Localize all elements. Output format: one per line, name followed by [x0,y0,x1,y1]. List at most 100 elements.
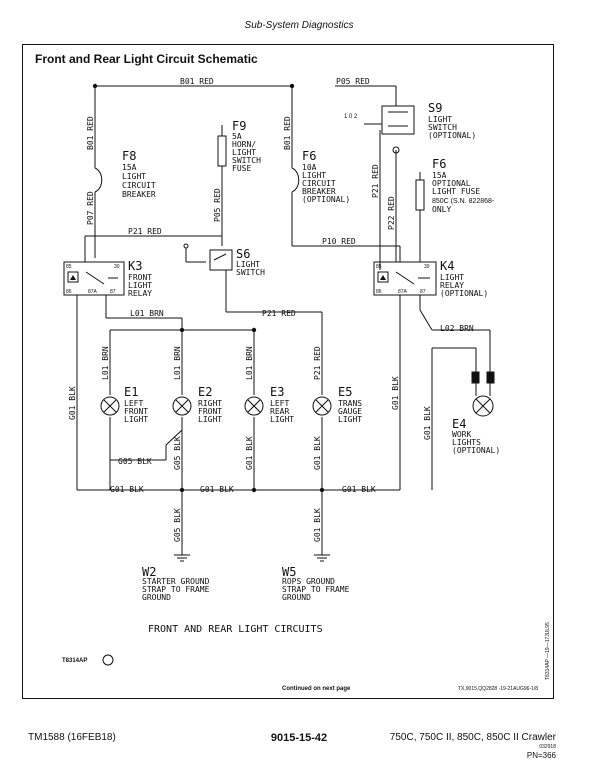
f9-id: F9 [232,119,246,133]
wire-label-b01-red-v1: B01 RED [86,116,95,150]
k3-line-3: RELAY [128,289,152,298]
f9-line-5: FUSE [232,164,251,173]
k3-relay-symbol [63,261,125,296]
wire-label-g05-blk-h: G05 BLK [118,457,152,466]
e5-id: E5 [338,385,352,399]
wire-label-g01-blk-k4: G01 BLK [391,376,400,410]
e1-line-3: LIGHT [124,415,148,424]
wire-label-l01-brn-e2: L01 BRN [173,346,182,380]
k4-pin-85: 85 [376,264,382,270]
ev-stamp-icon [102,654,114,666]
wire-label-b01-red-v2: B01 RED [283,116,292,150]
footer-code: 032918 [539,744,556,750]
wire-label-g01-blk-e3: G01 BLK [245,436,254,470]
f6a-line-1: 10A [302,163,317,172]
s6-line-2: SWITCH [236,268,265,277]
w2-id: W2 [142,565,156,579]
f6b-line-2: OPTIONAL [432,179,471,188]
wire-label-l02-brn: L02 BRN [440,324,474,333]
s9-id: S9 [428,101,442,115]
k4-relay-symbol [373,261,437,296]
k3-id: K3 [128,259,142,273]
e4-line-1: WORK [452,430,471,439]
k3-pin-30: 30 [114,264,120,270]
k4-pin-87a: 87A [398,289,408,295]
e4-lamp [471,371,495,417]
header-title: Sub-System Diagnostics [244,20,354,31]
wire-label-l01-brn-e3: L01 BRN [245,346,254,380]
f8-line-2: LIGHT [122,172,146,181]
wires [76,85,491,555]
e1-lamp [100,396,120,416]
f9-line-4: SWITCH [232,156,261,165]
wire-label-g05-blk-w2: G05 BLK [173,508,182,542]
e2-lamp [172,396,192,416]
w5-ground-symbol [314,554,330,562]
wire-label-p10-red: P10 RED [322,237,356,246]
wire-label-g05-blk-v: G05 BLK [173,436,182,470]
e3-line-3: LIGHT [270,415,294,424]
junction-dots [92,83,325,493]
w5-line-2: STRAP TO FRAME [282,585,350,594]
wire-label-g01-blk-b2: G01 BLK [200,485,234,494]
f8-breaker-symbol [94,167,103,193]
e1-id: E1 [124,385,138,399]
side-reference: T8314AP —19—17JUL95 [545,622,551,680]
wire-label-p07-red: P07 RED [86,191,95,225]
wire-label-p05-red-top: P05 RED [336,77,370,86]
f6b-note-2: ONLY [432,205,451,214]
continued-note: Continued on next page [282,686,351,692]
s6-line-1: LIGHT [236,260,260,269]
f6b-note-1: 850C (S.N. 822868- [432,198,495,205]
f6b-id: F6 [432,157,446,171]
f8-line-1: 15A [122,163,137,172]
f9-line-1: 5A [232,132,242,141]
k4-pin-87: 87 [420,289,426,295]
e2-id: E2 [198,385,212,399]
k3-pin-85: 85 [66,264,72,270]
e1-line-1: LEFT [124,399,143,408]
wire-label-p21-red-e5: P21 RED [313,346,322,380]
f9-line-3: LIGHT [232,148,256,157]
wire-label-l01-brn-h: L01 BRN [130,309,164,318]
s9-line-2: SWITCH [428,123,457,132]
e3-lamp [244,396,264,416]
f6a-line-2: LIGHT [302,171,326,180]
k3-pin-87a: 87A [88,289,98,295]
k4-line-3: (OPTIONAL) [440,289,488,298]
e3-line-2: REAR [270,407,289,416]
e3-id: E3 [270,385,284,399]
w2-line-1: STARTER GROUND [142,577,210,586]
wire-label-p21-red-s9: P21 RED [371,164,380,198]
wire-label-g01-blk-b1: G01 BLK [110,485,144,494]
k4-pin-86: 86 [376,289,382,295]
wire-label-g01-blk-b3: G01 BLK [342,485,376,494]
w5-line-1: ROPS GROUND [282,577,335,586]
wire-label-g01-blk-e5: G01 BLK [313,436,322,470]
f6a-id: F6 [302,149,316,163]
e4-line-2: LIGHTS [452,438,481,447]
footer-page-number: PN=366 [526,751,556,760]
k3-pin-87: 87 [110,289,116,295]
f8-id: F8 [122,149,136,163]
k4-line-2: RELAY [440,281,464,290]
f6a-line-4: BREAKER [302,187,336,196]
f9-fuse-symbol [217,135,227,167]
f9-line-2: HORN/ [232,140,256,149]
e4-id: E4 [452,417,466,431]
s9-switch-symbol [364,105,415,154]
wire-label-p22-red: P22 RED [387,196,396,230]
w2-ground-symbol [174,554,190,562]
w5-line-3: GROUND [282,593,311,602]
wire-label-p05-red-f9: P05 RED [213,188,222,222]
e4-line-3: (OPTIONAL) [452,446,500,455]
k3-pin-86: 86 [66,289,72,295]
f6a-line-5: (OPTIONAL) [302,195,350,204]
e2-line-2: FRONT [198,407,222,416]
s6-id: S6 [236,247,250,261]
e5-line-1: TRANS [338,399,362,408]
e5-line-2: GAUGE [338,407,362,416]
f6b-line-3: LIGHT FUSE [432,187,480,196]
figure-frame [22,44,554,699]
